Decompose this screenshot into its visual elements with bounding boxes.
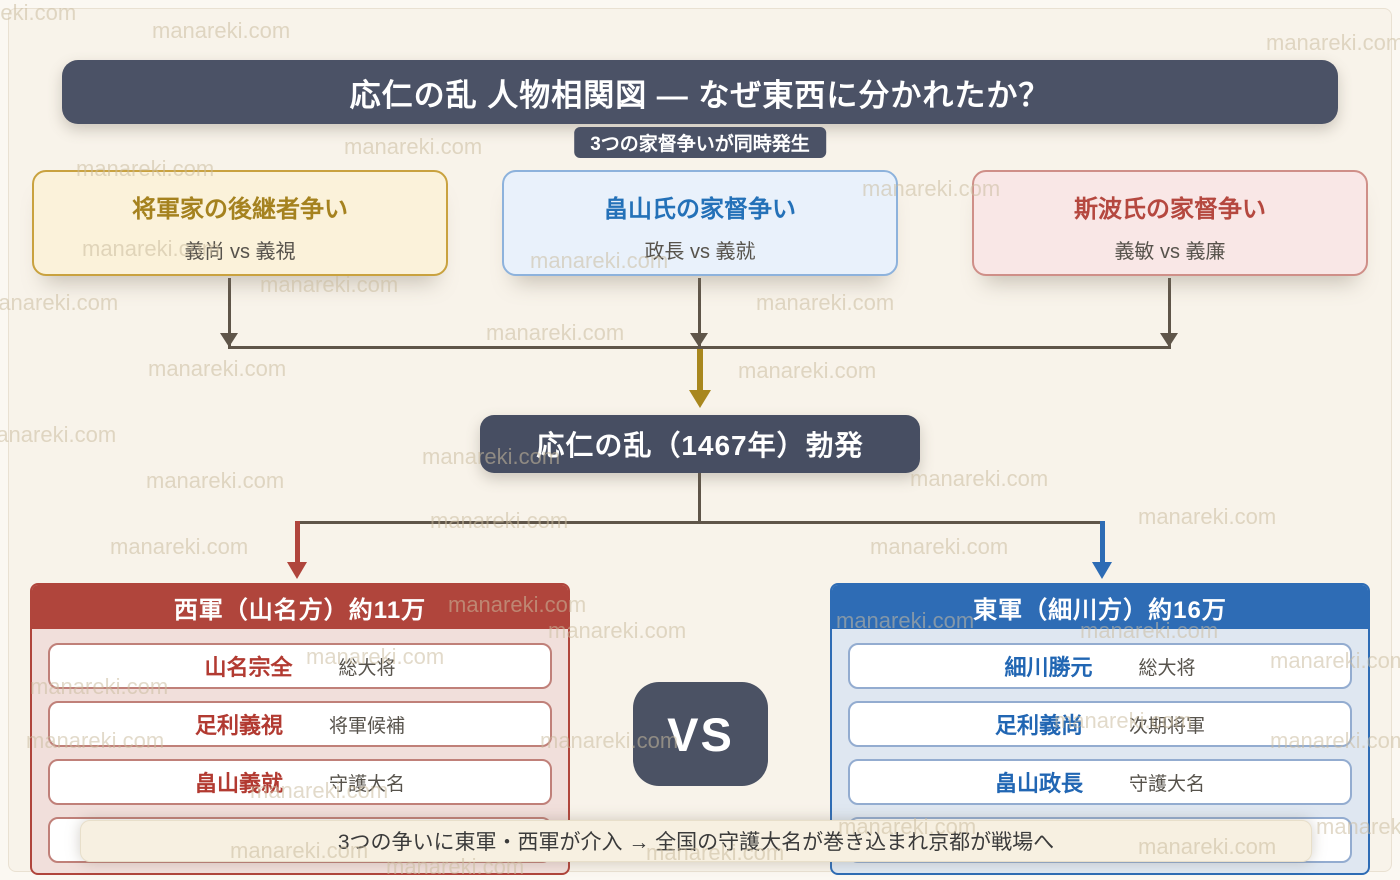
member-row: 細川勝元 総大将 bbox=[848, 643, 1352, 689]
arrow-down-icon bbox=[1092, 562, 1112, 579]
cause-title: 斯波氏の家督争い bbox=[1074, 196, 1266, 223]
member-row: 足利義尚 次期将軍 bbox=[848, 701, 1352, 747]
vs-badge: VS bbox=[633, 682, 768, 786]
member-role: 将軍候補 bbox=[329, 715, 406, 737]
cause-rivals: 義敏 vs 義廉 bbox=[1114, 241, 1226, 263]
arrow-down-icon bbox=[220, 333, 238, 347]
outbreak-label: 応仁の乱（1467年）勃発 bbox=[536, 430, 864, 461]
subtitle-badge: 3つの家督争いが同時発生 bbox=[574, 127, 826, 158]
cause-box-hatakeyama: 畠山氏の家督争い 政長 vs 義就 bbox=[502, 170, 898, 276]
connector-line-red bbox=[295, 521, 300, 563]
cause-box-shogun-succession: 将軍家の後継者争い 義尚 vs 義視 bbox=[32, 170, 448, 276]
footer-banner-text: 3つの争いに東軍・西軍が介入 → 全国の守護大名が巻き込まれ京都が戦場へ bbox=[337, 831, 1055, 854]
footer-banner: 3つの争いに東軍・西軍が介入 → 全国の守護大名が巻き込まれ京都が戦場へ bbox=[80, 820, 1312, 862]
member-name: 細川勝元 bbox=[1004, 655, 1093, 680]
cause-title: 将軍家の後継者争い bbox=[132, 196, 348, 223]
outbreak-box: 応仁の乱（1467年）勃発 bbox=[480, 415, 920, 473]
page-title: 応仁の乱 人物相関図 — なぜ東西に分かれたか？ bbox=[62, 60, 1338, 124]
vs-badge-text: VS bbox=[667, 707, 734, 761]
cause-title: 畠山氏の家督争い bbox=[604, 196, 796, 223]
member-name: 畠山義就 bbox=[194, 771, 283, 796]
arrow-down-icon bbox=[689, 390, 711, 408]
member-row: 畠山義就 守護大名 bbox=[48, 759, 552, 805]
connector-bus bbox=[297, 521, 1103, 524]
arrow-down-icon bbox=[690, 333, 708, 347]
connector-line-blue bbox=[1100, 521, 1105, 563]
connector-line bbox=[698, 278, 701, 346]
member-row: 山名宗全 総大将 bbox=[48, 643, 552, 689]
arrow-down-icon bbox=[287, 562, 307, 579]
member-row: 畠山政長 守護大名 bbox=[848, 759, 1352, 805]
member-name: 畠山政長 bbox=[994, 771, 1083, 796]
connector-line bbox=[698, 473, 701, 522]
connector-line bbox=[228, 278, 231, 346]
member-role: 守護大名 bbox=[1129, 773, 1206, 795]
cause-rivals: 政長 vs 義就 bbox=[644, 241, 756, 263]
cause-box-shiba: 斯波氏の家督争い 義敏 vs 義廉 bbox=[972, 170, 1368, 276]
cause-rivals: 義尚 vs 義視 bbox=[184, 241, 296, 263]
member-role: 次期将軍 bbox=[1129, 715, 1206, 737]
subtitle-badge-text: 3つの家督争いが同時発生 bbox=[590, 134, 810, 155]
member-role: 守護大名 bbox=[329, 773, 406, 795]
west-army-header: 西軍（山名方）約11万 bbox=[32, 585, 568, 629]
member-name: 山名宗全 bbox=[204, 655, 293, 680]
connector-line-gold bbox=[697, 349, 703, 391]
connector-bus bbox=[228, 346, 1171, 349]
member-name: 足利義尚 bbox=[994, 713, 1083, 738]
arrow-down-icon bbox=[1160, 333, 1178, 347]
member-row: 足利義視 将軍候補 bbox=[48, 701, 552, 747]
member-role: 総大将 bbox=[338, 657, 396, 679]
member-name: 足利義視 bbox=[194, 713, 283, 738]
page-title-text: 応仁の乱 人物相関図 — なぜ東西に分かれたか？ bbox=[349, 77, 1051, 113]
east-army-header: 東軍（細川方）約16万 bbox=[832, 585, 1368, 629]
connector-line bbox=[1168, 278, 1171, 346]
member-role: 総大将 bbox=[1138, 657, 1196, 679]
